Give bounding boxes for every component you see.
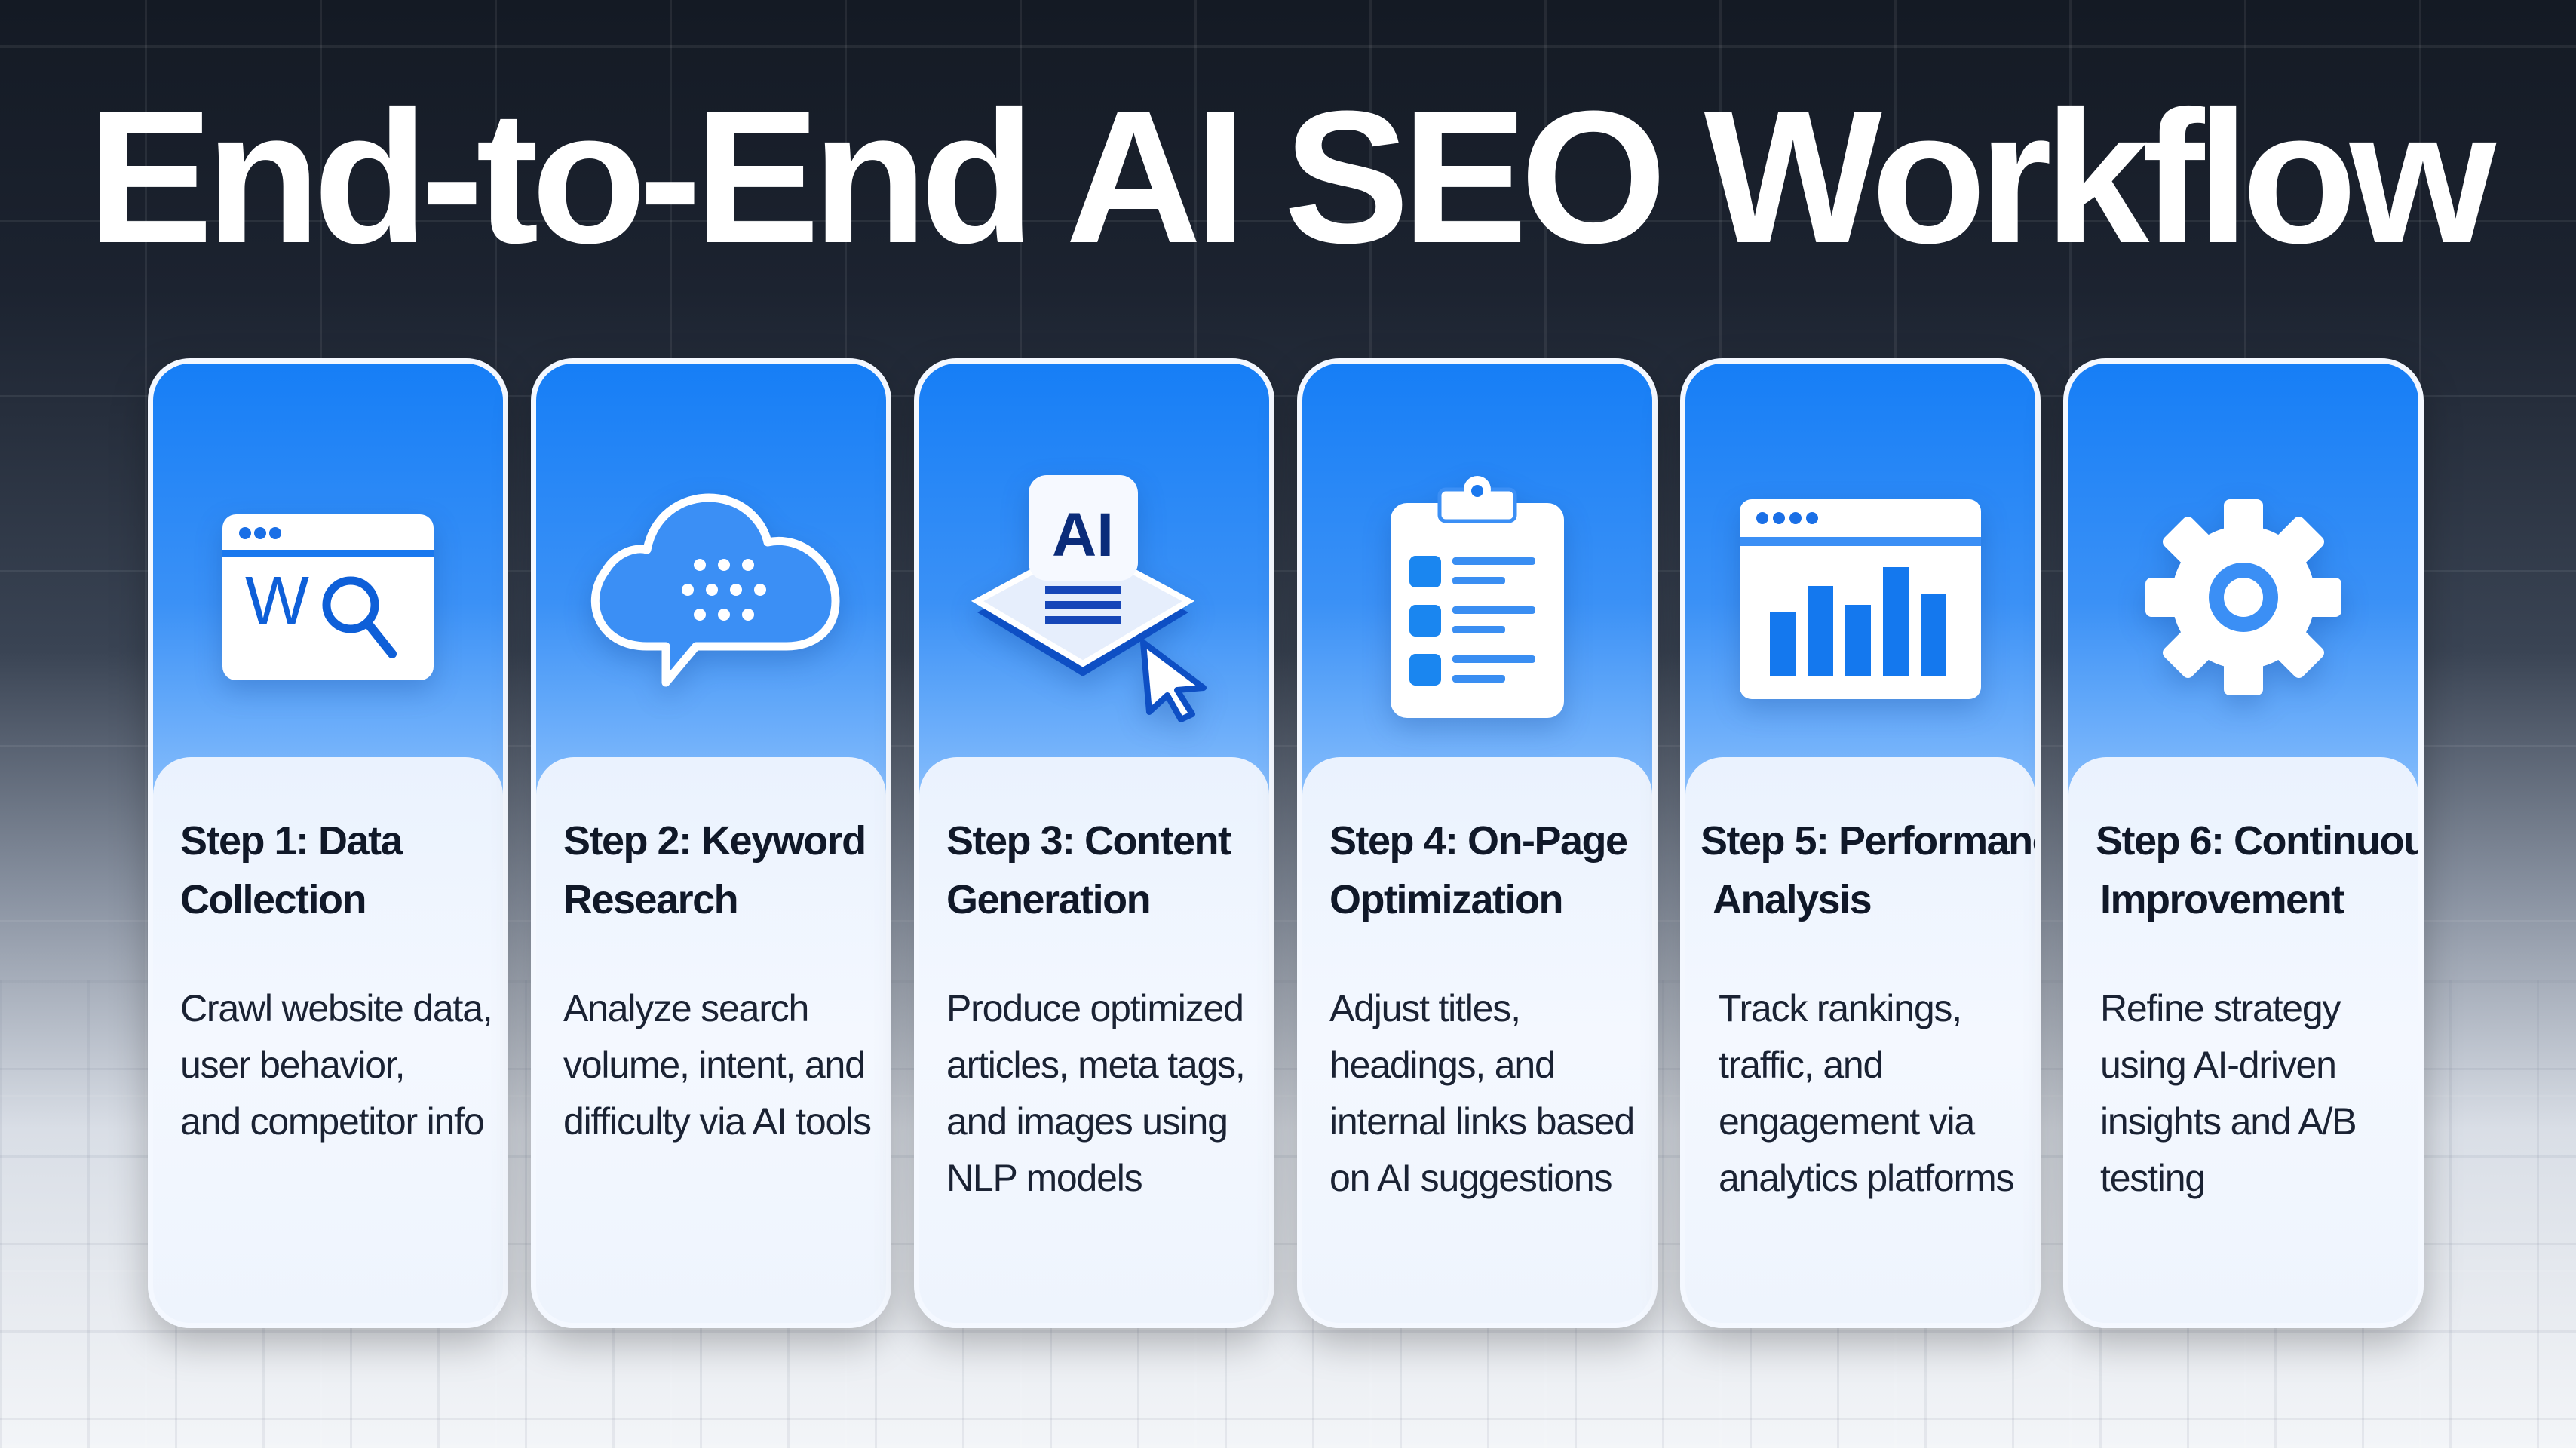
step-panel (919, 757, 1269, 1323)
step-description: Crawl website data,user behavior,and com… (180, 987, 493, 1143)
browser-bar-chart-icon (1685, 477, 2035, 718)
browser-search-icon: W (153, 477, 503, 718)
step-panel (153, 757, 503, 1323)
svg-text:AI: AI (1052, 501, 1114, 569)
page-title: End-to-End AI SEO Workflow (87, 72, 2496, 282)
cloud-chat-icon (536, 477, 886, 718)
ai-document-cursor-icon: AI (919, 475, 1269, 722)
gear-icon (2068, 477, 2418, 718)
step-panel (1302, 757, 1652, 1323)
step-panel (1685, 757, 2035, 1323)
svg-text:W: W (245, 563, 309, 639)
step-panel (2068, 757, 2418, 1323)
clipboard-checklist-icon (1302, 476, 1652, 718)
step-panel (536, 757, 886, 1323)
